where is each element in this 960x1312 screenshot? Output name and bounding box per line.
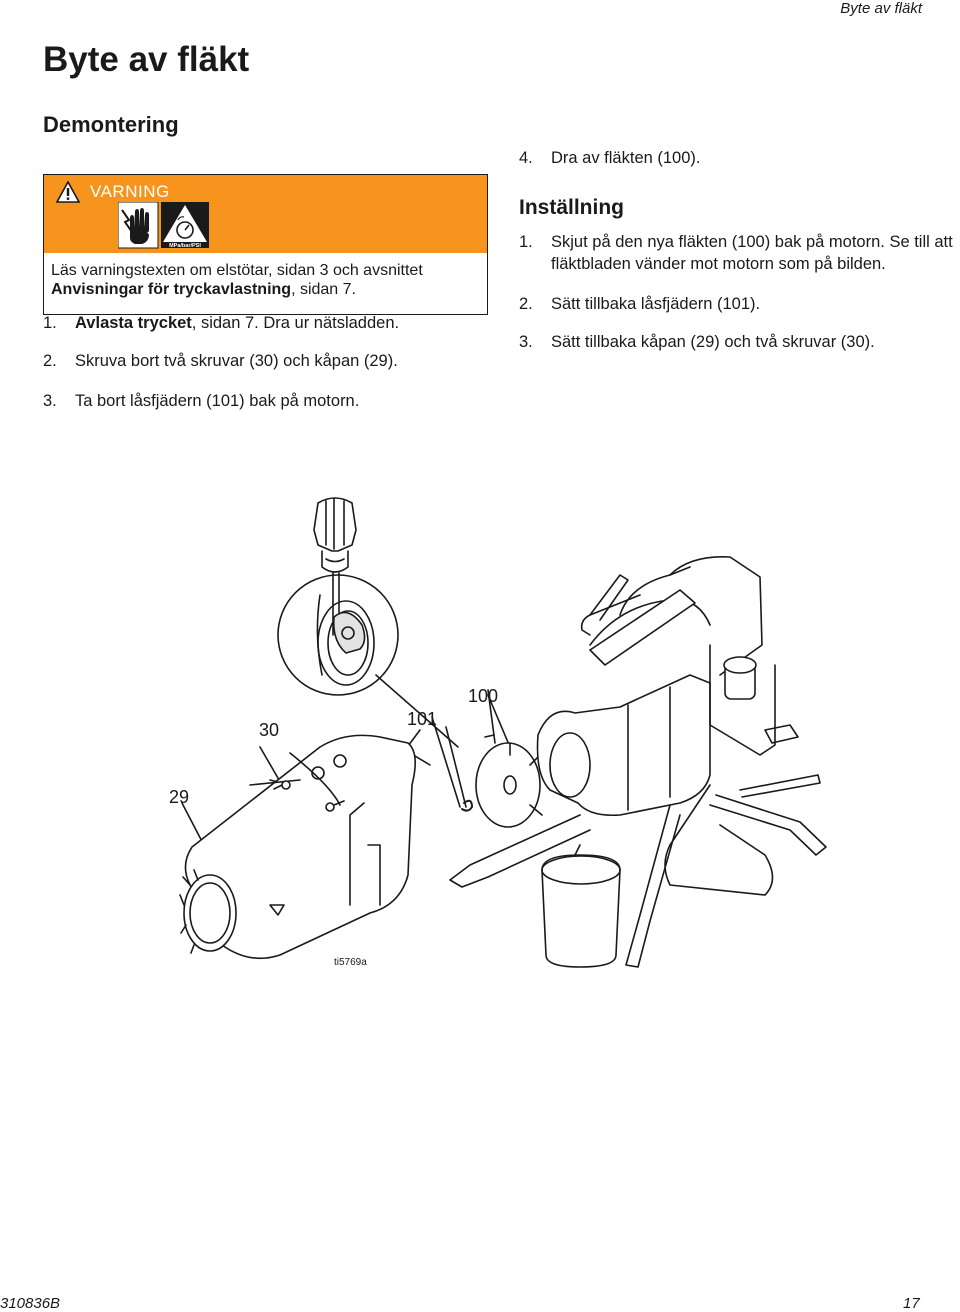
fan-assembly-illustration: 100 30 101 29 ti5769a	[169, 497, 827, 968]
step-number: 3.	[519, 333, 533, 351]
warning-text-emphasis: Anvisningar för tryckavlastning	[51, 281, 292, 298]
removal-step: 1. Avlasta trycket, sidan 7. Dra ur nätsl…	[43, 313, 399, 333]
section-heading-installation: Inställning	[519, 196, 624, 219]
removal-step: 2. Skruva bort två skruvar (30) och kåpan…	[43, 351, 398, 371]
callout-label: 29	[169, 787, 189, 807]
figure-id: ti5769a	[334, 957, 367, 968]
warning-text-part: Läs varningstexten om elstötar, sidan 3 …	[51, 262, 423, 279]
installation-step: 2. Sätt tillbaka låsfjädern (101).	[519, 294, 760, 314]
bucket	[541, 854, 621, 968]
frame	[449, 574, 827, 968]
removal-step: 4. Dra av fläkten (100).	[519, 148, 700, 168]
detail-zoom-circle	[277, 574, 399, 696]
step-text: Ta bort låsfjädern (101) bak på motorn.	[75, 392, 360, 410]
warning-symbols: MPa/bar/PSI	[118, 202, 209, 249]
installation-step: 3. Sätt tillbaka kåpan (29) och två skruv…	[519, 332, 875, 352]
page-title: Byte av fläkt	[43, 40, 250, 79]
pressure-units-label: MPa/bar/PSI	[169, 243, 201, 249]
warning-text-part: , sidan 7.	[291, 281, 356, 298]
step-text: Skruva bort två skruvar (30) och kåpan (…	[75, 352, 398, 370]
fan	[475, 742, 543, 828]
step-number: 2.	[43, 352, 57, 370]
callout-label: 100	[468, 686, 498, 706]
step-number: 4.	[519, 149, 533, 167]
screwdriver	[313, 497, 357, 636]
step-text: Skjut på den nya fläkten (100) bak på mo…	[551, 233, 953, 273]
screw	[273, 780, 345, 812]
electric-shock-icon	[118, 202, 159, 249]
step-number: 1.	[43, 314, 57, 332]
step-number: 3.	[43, 392, 57, 410]
running-header: Byte av fläkt	[840, 0, 922, 17]
callout-label: 101	[407, 709, 437, 729]
warning-header-bar: VARNING MPa/bar/PSI	[44, 175, 487, 253]
document-number: 310836B	[0, 1295, 61, 1312]
step-number: 2.	[519, 295, 533, 313]
installation-step: 1. Skjut på den nya fläkten (100) bak på …	[519, 231, 960, 275]
removal-step: 3. Ta bort låsfjädern (101) bak på motorn…	[43, 391, 359, 411]
step-text: , sidan 7. Dra ur nätsladden.	[191, 314, 400, 332]
step-number: 1.	[519, 233, 533, 251]
warning-label: VARNING	[90, 182, 170, 201]
warning-triangle-icon	[56, 181, 80, 203]
section-heading-removal: Demontering	[43, 112, 179, 137]
pressure-hazard-icon: MPa/bar/PSI	[161, 202, 209, 249]
step-text: Sätt tillbaka låsfjädern (101).	[551, 295, 761, 313]
step-text: Dra av fläkten (100).	[551, 149, 701, 167]
step-emphasis: Avlasta trycket	[75, 314, 192, 332]
page-number: 17	[903, 1295, 920, 1312]
callout-label: 30	[259, 720, 279, 740]
warning-box: VARNING MPa/bar/PSI Läs varningstexten o…	[43, 174, 488, 315]
step-text: Sätt tillbaka kåpan (29) och två skruvar…	[551, 333, 875, 351]
fan-cover	[179, 734, 416, 960]
lock-spring	[461, 799, 473, 812]
motor-assembly	[536, 556, 799, 896]
warning-text: Läs varningstexten om elstötar, sidan 3 …	[51, 261, 481, 299]
